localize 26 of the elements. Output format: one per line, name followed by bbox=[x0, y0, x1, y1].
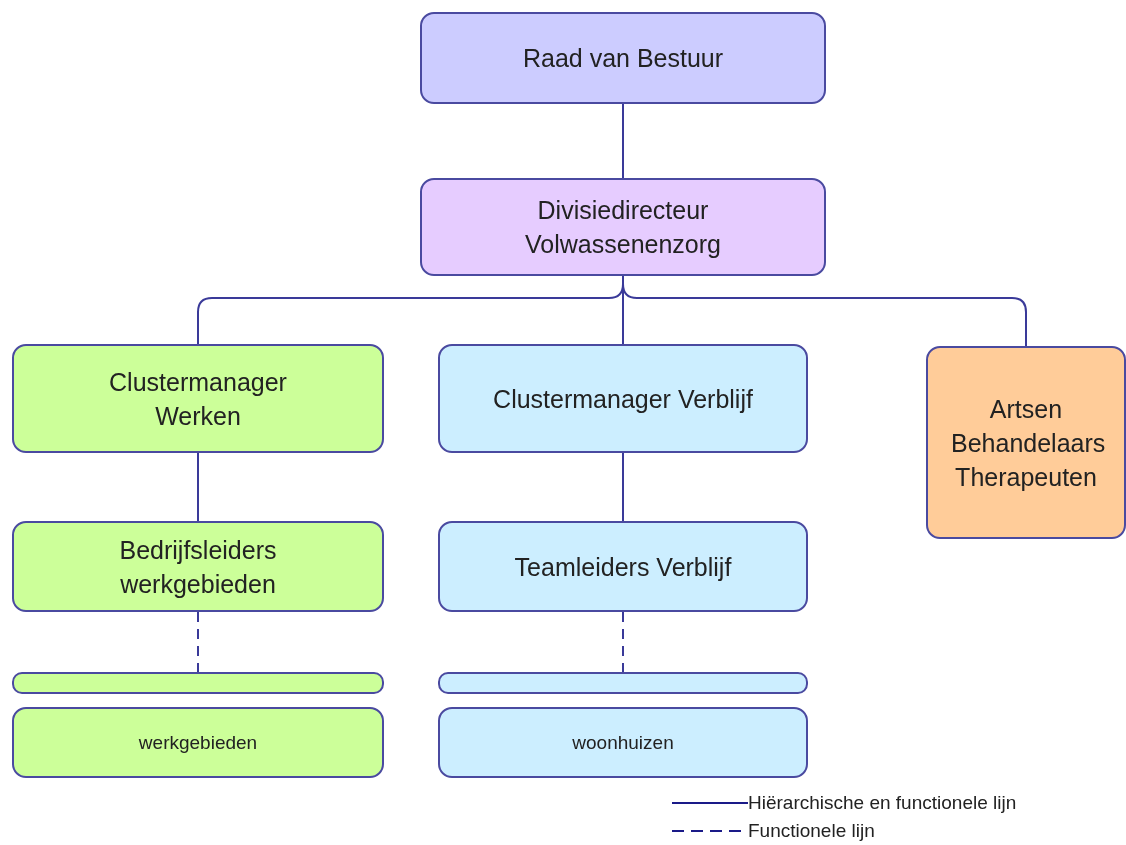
connector-line bbox=[197, 452, 199, 522]
unit-label: Clustermanager Werken bbox=[108, 366, 288, 432]
org-unit-box bbox=[438, 707, 808, 778]
org-unit-box bbox=[12, 521, 384, 612]
dashed-connector bbox=[197, 611, 199, 673]
connector-line bbox=[622, 103, 624, 179]
org-unit-box bbox=[438, 344, 808, 453]
org-unit-box bbox=[420, 12, 826, 104]
unit-label: Bedrijfsleiders werkgebieden bbox=[118, 534, 278, 600]
dashed-connector bbox=[622, 611, 624, 673]
legend-label: Hiërarchische en functionele lijn bbox=[748, 792, 1017, 814]
org-unit-box bbox=[12, 344, 384, 453]
org-unit-box bbox=[438, 521, 808, 612]
org-unit-box bbox=[420, 178, 826, 276]
unit-label: Clustermanager Verblijf bbox=[493, 383, 753, 415]
empty-bar bbox=[12, 672, 384, 694]
org-unit-box bbox=[12, 707, 384, 778]
empty-bar bbox=[438, 672, 808, 694]
unit-label: werkgebieden bbox=[138, 730, 258, 755]
connector-line bbox=[622, 452, 624, 522]
org-unit-box bbox=[926, 346, 1126, 539]
legend-label: Functionele lijn bbox=[748, 820, 875, 842]
unit-label: Divisiedirecteur Volwassenenzorg bbox=[524, 195, 722, 260]
unit-label: Teamleiders Verblijf bbox=[514, 551, 732, 583]
unit-label: woonhuizen bbox=[572, 730, 674, 755]
unit-label: Raad van Bestuur bbox=[522, 43, 724, 74]
